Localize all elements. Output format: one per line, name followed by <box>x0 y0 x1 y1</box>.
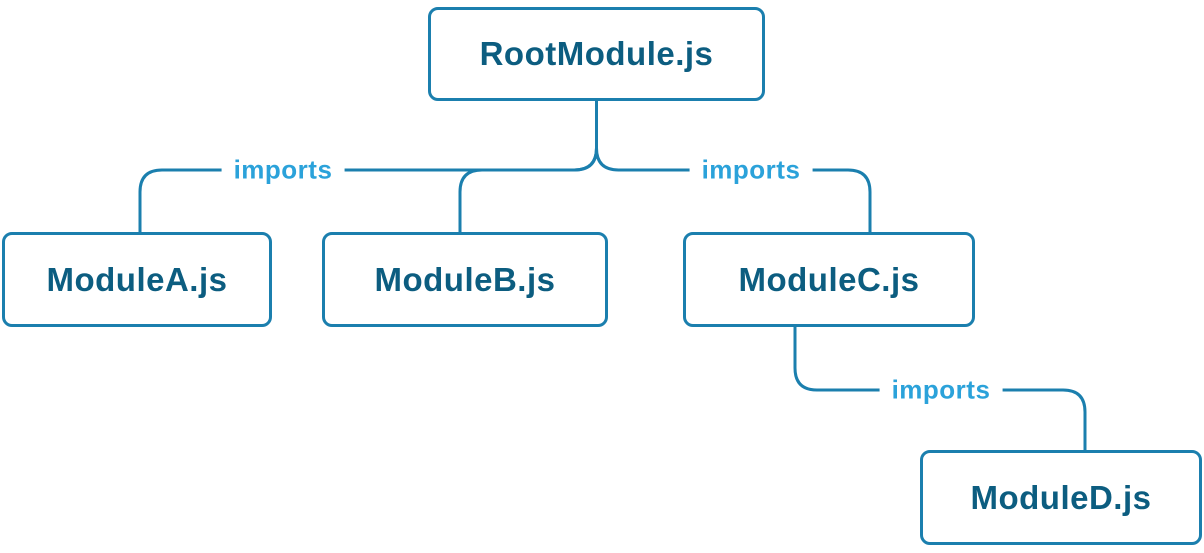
node-modulea-js: ModuleA.js <box>2 232 272 327</box>
edge-label-imports-root-modulea: imports <box>221 152 345 188</box>
node-moduled-js: ModuleD.js <box>920 450 1202 545</box>
node-modulea-js-label: ModuleA.js <box>46 260 228 298</box>
edge-root-to-moduleb <box>458 99 598 234</box>
node-rootmodule-js-label: RootModule.js <box>479 35 714 72</box>
edge-label-imports-modulec-moduled: imports <box>879 372 1003 408</box>
edge-label-imports-root-modulec: imports <box>689 152 813 188</box>
node-modulec-js-label: ModuleC.js <box>738 260 920 298</box>
node-moduleb-js-label: ModuleB.js <box>374 260 556 298</box>
edge-root-to-modulea <box>138 99 598 234</box>
node-modulec-js: ModuleC.js <box>683 232 975 327</box>
node-moduleb-js: ModuleB.js <box>322 232 608 327</box>
node-rootmodule-js: RootModule.js <box>428 7 765 101</box>
node-moduled-js-label: ModuleD.js <box>970 478 1152 516</box>
